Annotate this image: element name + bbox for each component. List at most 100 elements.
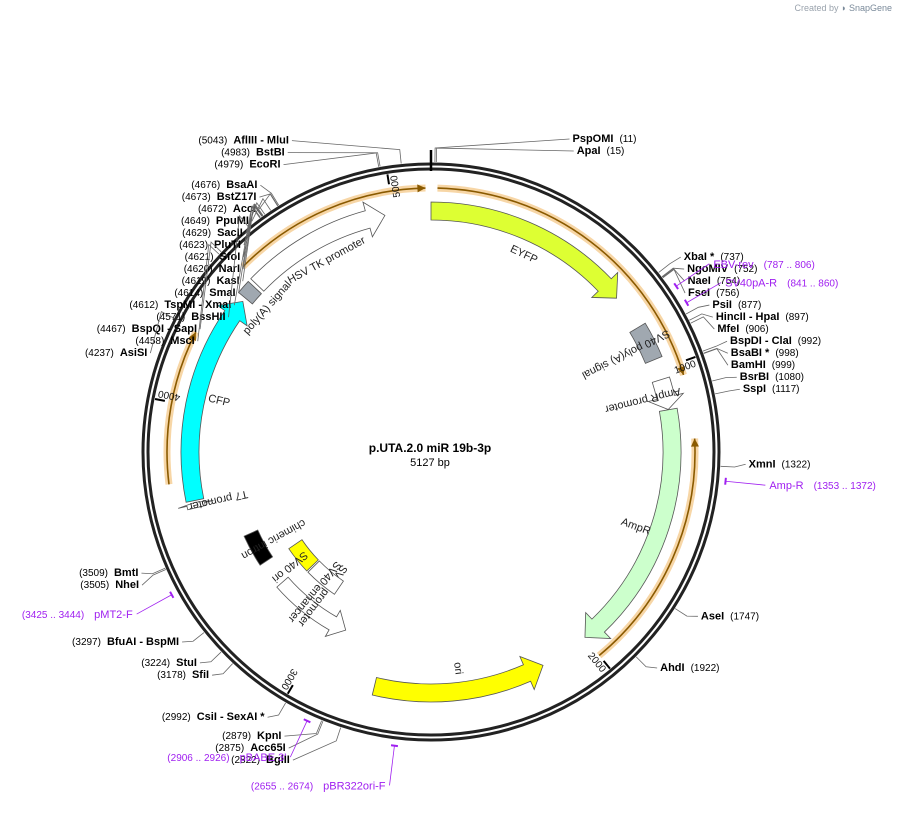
enzyme-ahdi[interactable]: AhdI [660, 662, 684, 674]
enzyme-nari[interactable]: NarI [219, 263, 240, 275]
primer-leader [389, 745, 395, 786]
primer-pbabe-3[interactable]: pBABE 3' [240, 752, 287, 764]
enzyme-ppumi[interactable]: PpuMI [216, 215, 249, 227]
enzyme-position: (4676) [191, 180, 220, 191]
snapgene-credit: Created by ◗ SnapGene [794, 3, 892, 13]
feature-poly-a-signal[interactable] [237, 280, 262, 305]
enzyme-leader [267, 702, 286, 718]
enzyme-sspi[interactable]: SspI [743, 383, 766, 395]
enzyme-bsaai[interactable]: BsaAI [226, 179, 257, 191]
primer-pbr322ori-f[interactable]: pBR322ori-F [323, 780, 386, 792]
enzyme-position: (754) [717, 276, 740, 287]
enzyme-ecori[interactable]: EcoRI [249, 159, 280, 171]
enzyme-leader [287, 152, 381, 167]
enzyme-leader [260, 184, 280, 206]
enzyme-xmni[interactable]: XmnI [749, 458, 776, 470]
enzyme-leader [199, 651, 222, 664]
enzyme-mfei[interactable]: MfeI [717, 323, 739, 335]
enzyme-bspdi-clai[interactable]: BspDI - ClaI [730, 335, 792, 347]
enzyme-csii-sexai[interactable]: CsiI - SexAI * [197, 711, 266, 723]
enzyme-leader [435, 147, 574, 163]
enzyme-bstbi[interactable]: BstBI [256, 147, 285, 159]
feature-t7-promoter[interactable] [178, 500, 214, 511]
enzyme-leader [233, 205, 261, 306]
enzyme-position: (4629) [182, 228, 211, 239]
enzyme-pluti[interactable]: PluTI [214, 239, 241, 251]
enzyme-asei[interactable]: AseI [701, 610, 724, 622]
enzyme-sacii[interactable]: SacII [217, 227, 243, 239]
enzyme-leader [685, 304, 710, 315]
enzyme-msci[interactable]: MscI [170, 335, 194, 347]
feature-cfp[interactable] [180, 300, 248, 503]
enzyme-bspqi-sapi[interactable]: BspQI - SapI [132, 323, 197, 335]
primer-range: (2906 .. 2926) [167, 753, 229, 764]
enzyme-smai[interactable]: SmaI [209, 287, 235, 299]
enzyme-bamhi[interactable]: BamHI [731, 359, 766, 371]
enzyme-kpni[interactable]: KpnI [257, 730, 281, 742]
enzyme-tspmi-xmai[interactable]: TspMI - XmaI [164, 299, 231, 311]
enzyme-leader [141, 567, 166, 575]
enzyme-afliii-mlui[interactable]: AflIII - MluI [233, 135, 289, 147]
enzyme-position: (1747) [730, 611, 759, 622]
enzyme-leader [238, 205, 261, 294]
feature-ori[interactable] [371, 655, 544, 703]
enzyme-position: (4237) [85, 348, 114, 359]
enzyme-position: (4614) [174, 288, 203, 299]
tick-label: 4000 [157, 387, 181, 402]
enzyme-fsei[interactable]: FseI [688, 287, 710, 299]
enzyme-leader [284, 720, 323, 737]
feature-label: ori [451, 662, 464, 676]
feature-sv40-enhancer[interactable] [307, 560, 344, 595]
enzyme-apai[interactable]: ApaI [577, 145, 601, 157]
primer-ebv-rev[interactable]: EBV-rev [713, 259, 754, 271]
enzyme-bstz17i[interactable]: BstZ17I [217, 191, 257, 203]
feature-sv40-promoter[interactable] [276, 576, 347, 638]
enzyme-pspomi[interactable]: PspOMI [573, 133, 614, 145]
enzyme-asisi[interactable]: AsiSI [120, 347, 148, 359]
enzyme-naei[interactable]: NaeI [688, 275, 711, 287]
enzyme-leader [434, 138, 570, 163]
primer-leader [725, 480, 766, 486]
enzyme-bfuai-bspmi[interactable]: BfuAI - BspMI [107, 636, 179, 648]
enzyme-position: (2879) [222, 731, 251, 742]
enzyme-bsabi[interactable]: BsaBI * [731, 347, 770, 359]
enzyme-bsrbi[interactable]: BsrBI [740, 371, 769, 383]
primer-amp-r[interactable]: Amp-R [769, 480, 803, 492]
enzyme-bmti[interactable]: BmtI [114, 567, 138, 579]
primer-pmt2-f[interactable]: pMT2-F [94, 609, 133, 621]
tick-mark [154, 398, 166, 402]
enzyme-position: (11) [619, 134, 636, 145]
enzyme-sfoi[interactable]: SfoI [220, 251, 241, 263]
enzyme-hincii-hpai[interactable]: HincII - HpaI [716, 311, 780, 323]
feature-chimeric-intron[interactable] [243, 529, 274, 566]
primer-leader [136, 594, 172, 615]
enzyme-stui[interactable]: StuI [176, 657, 197, 669]
enzyme-acc65i[interactable]: Acc65I [250, 742, 285, 754]
orf-arc [437, 187, 685, 376]
enzyme-leader [197, 243, 220, 342]
primer-mark [390, 744, 399, 748]
feature-ampr[interactable] [584, 407, 682, 640]
primer-range: (787 .. 806) [764, 260, 815, 271]
enzyme-nhei[interactable]: NheI [115, 579, 139, 591]
enzyme-sfii[interactable]: SfiI [192, 669, 209, 681]
enzyme-position: (4458) [135, 336, 164, 347]
feature-sv40-poly-a-signal[interactable] [629, 322, 663, 364]
feature-sv40-ori[interactable] [288, 539, 319, 572]
enzyme-kasi[interactable]: KasI [216, 275, 239, 287]
primer-leader [686, 282, 722, 304]
feature-eyfp[interactable] [430, 201, 619, 299]
feature-ampr-promoter[interactable] [646, 376, 685, 410]
enzyme-position: (3178) [157, 670, 186, 681]
enzyme-position: (877) [738, 300, 761, 311]
primer-sv40pa-r[interactable]: SV40pA-R [725, 278, 777, 290]
enzyme-bsshii[interactable]: BssHII [191, 311, 225, 323]
enzyme-xbai[interactable]: XbaI * [684, 251, 715, 263]
primer-mark [303, 718, 311, 724]
enzyme-psii[interactable]: PsiI [712, 299, 732, 311]
enzyme-position: (15) [607, 146, 625, 157]
enzyme-leader [182, 632, 205, 643]
feature-hsv-tk-promoter[interactable] [250, 201, 386, 292]
enzyme-bglii[interactable]: BglII [266, 754, 290, 766]
